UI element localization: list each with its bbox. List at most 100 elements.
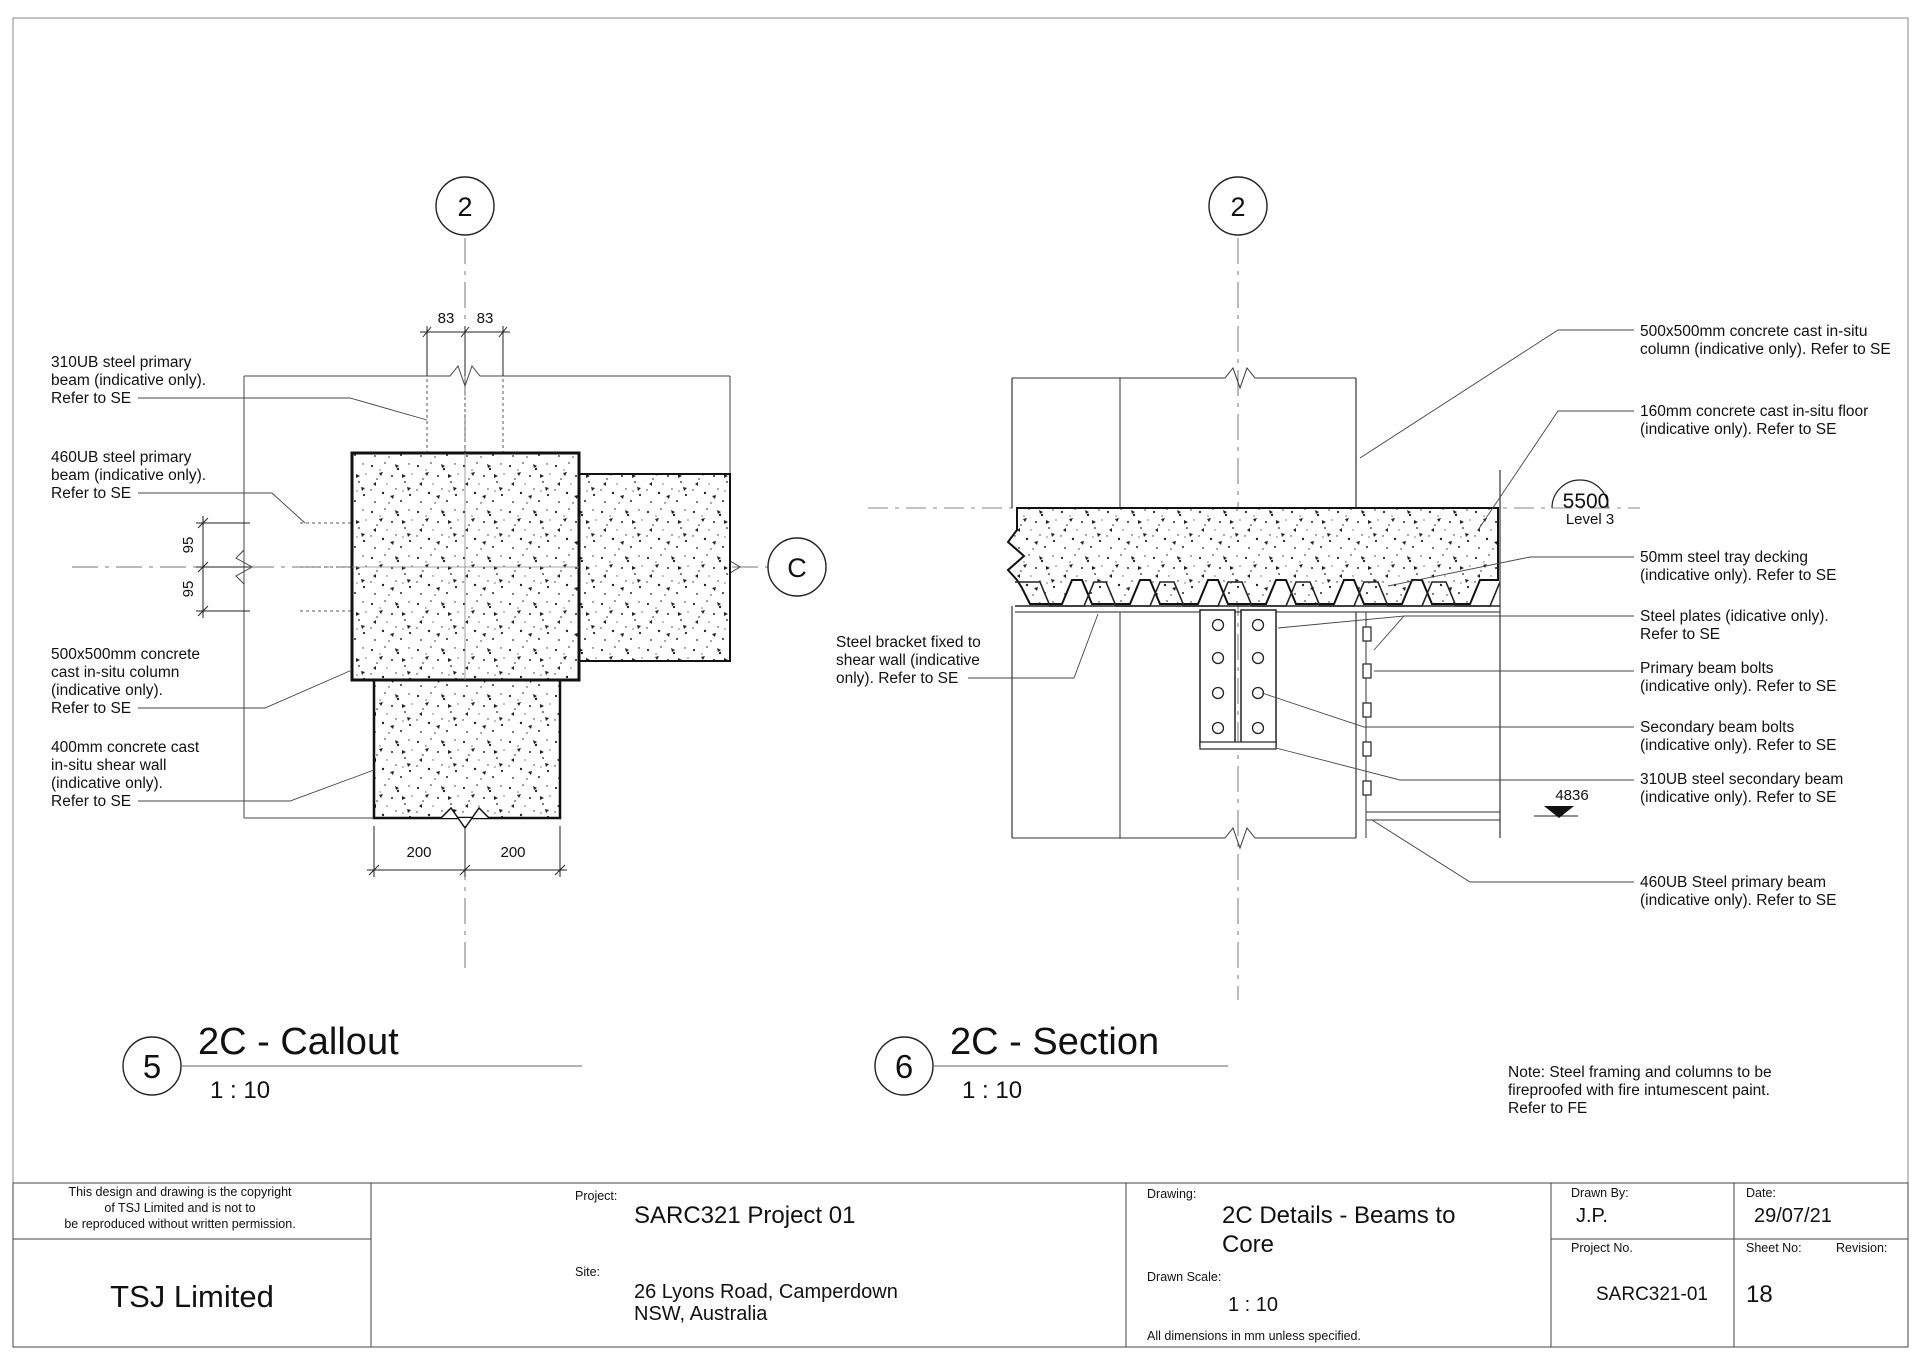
svg-text:Secondary beam bolts: Secondary beam bolts bbox=[1640, 719, 1794, 736]
view-title-callout: 2C - Callout bbox=[198, 1021, 399, 1063]
date: 29/07/21 bbox=[1754, 1205, 1832, 1227]
site-label: Site: bbox=[575, 1265, 600, 1279]
svg-text:of TSJ Limited and is not to: of TSJ Limited and is not to bbox=[104, 1201, 255, 1215]
project-name: SARC321 Project 01 bbox=[634, 1202, 855, 1229]
svg-text:Steel plates (idicative only).: Steel plates (idicative only). bbox=[1640, 608, 1829, 625]
svg-text:Refer to FE: Refer to FE bbox=[1508, 1100, 1587, 1117]
view-scale-section: 1 : 10 bbox=[962, 1077, 1022, 1104]
svg-text:Refer to SE: Refer to SE bbox=[51, 793, 131, 810]
section-note-secondary-bolts: Secondary beam bolts (indicative only). … bbox=[1640, 719, 1836, 754]
svg-text:(indicative only). Refer to SE: (indicative only). Refer to SE bbox=[1640, 892, 1836, 909]
svg-text:160mm concrete cast in-situ fl: 160mm concrete cast in-situ floor bbox=[1640, 403, 1868, 420]
leader-note-1 bbox=[138, 397, 428, 421]
view-number-bubble-5 bbox=[122, 1036, 182, 1096]
svg-text:(indicative only). Refer to SE: (indicative only). Refer to SE bbox=[1640, 678, 1836, 695]
section-note-plates: Steel plates (idicative only). Refer to … bbox=[1640, 608, 1829, 643]
svg-text:(indicative only). Refer to SE: (indicative only). Refer to SE bbox=[1640, 737, 1836, 754]
svg-text:Primary beam bolts: Primary beam bolts bbox=[1640, 660, 1774, 677]
callout-view: 2 C bbox=[51, 176, 827, 1104]
svg-text:Refer to SE: Refer to SE bbox=[51, 485, 131, 502]
svg-text:beam (indicative only).: beam (indicative only). bbox=[51, 467, 206, 484]
revision-label: Revision: bbox=[1836, 1241, 1887, 1255]
svg-text:in-situ shear wall: in-situ shear wall bbox=[51, 757, 166, 774]
drawn-by-label: Drawn By: bbox=[1571, 1186, 1629, 1200]
svg-text:50mm steel tray decking: 50mm steel tray decking bbox=[1640, 549, 1808, 566]
svg-text:310UB steel secondary beam: 310UB steel secondary beam bbox=[1640, 771, 1843, 788]
section-view: 2 bbox=[836, 176, 1891, 1104]
section-note-decking: 50mm steel tray decking (indicative only… bbox=[1640, 549, 1836, 584]
svg-text:310UB steel primary: 310UB steel primary bbox=[51, 354, 192, 371]
site-line-1: 26 Lyons Road, Camperdown bbox=[634, 1281, 898, 1303]
secondary-beam-bolts bbox=[1211, 618, 1265, 735]
svg-text:500x500mm concrete cast in-sit: 500x500mm concrete cast in-situ bbox=[1640, 323, 1867, 340]
callout-note-2: 460UB steel primary beam (indicative onl… bbox=[51, 449, 206, 502]
primary-beam-bolts bbox=[1362, 626, 1372, 796]
section-note-primary-bolts: Primary beam bolts (indicative only). Re… bbox=[1640, 660, 1836, 695]
svg-text:beam (indicative only).: beam (indicative only). bbox=[51, 372, 206, 389]
svg-text:400mm concrete cast: 400mm concrete cast bbox=[51, 739, 200, 756]
section-note-primary-beam: 460UB Steel primary beam (indicative onl… bbox=[1640, 874, 1836, 909]
company-name: TSJ Limited bbox=[110, 1279, 274, 1314]
dim-95-top: 95 bbox=[180, 537, 197, 554]
svg-text:This design and drawing is the: This design and drawing is the copyright bbox=[68, 1185, 292, 1199]
svg-text:Steel bracket fixed to: Steel bracket fixed to bbox=[836, 634, 981, 651]
sheet-no: 18 bbox=[1746, 1281, 1773, 1308]
leader-note-2 bbox=[138, 492, 306, 524]
copyright-text: This design and drawing is the copyright… bbox=[64, 1185, 295, 1231]
callout-note-4: 400mm concrete cast in-situ shear wall (… bbox=[51, 739, 200, 810]
svg-text:only). Refer to SE: only). Refer to SE bbox=[836, 670, 958, 687]
svg-text:(indicative only).: (indicative only). bbox=[51, 682, 163, 699]
drawn-scale-label: Drawn Scale: bbox=[1147, 1270, 1221, 1284]
drawing-title-1: 2C Details - Beams to bbox=[1222, 1202, 1455, 1229]
svg-text:(indicative only). Refer to SE: (indicative only). Refer to SE bbox=[1640, 421, 1836, 438]
section-note-floor: 160mm concrete cast in-situ floor (indic… bbox=[1640, 403, 1868, 438]
drawing-label: Drawing: bbox=[1147, 1187, 1196, 1201]
dim-83-left: 83 bbox=[438, 310, 455, 327]
grid-bubble-2-callout-label: 2 bbox=[457, 192, 472, 222]
view-number-5: 5 bbox=[143, 1048, 161, 1085]
break-line-left-callout bbox=[235, 549, 254, 585]
svg-text:460UB steel primary: 460UB steel primary bbox=[51, 449, 192, 466]
section-note-column: 500x500mm concrete cast in-situ column (… bbox=[1640, 323, 1891, 358]
dimensions-note: All dimensions in mm unless specified. bbox=[1147, 1329, 1361, 1343]
callout-column bbox=[350, 451, 581, 682]
svg-text:(indicative only). Refer to SE: (indicative only). Refer to SE bbox=[1640, 567, 1836, 584]
level-marker bbox=[1551, 479, 1609, 509]
view-title-section: 2C - Section bbox=[950, 1021, 1159, 1063]
title-block: This design and drawing is the copyright… bbox=[12, 1182, 1909, 1348]
grid-bubble-c-label: C bbox=[787, 553, 807, 583]
project-label: Project: bbox=[575, 1189, 617, 1203]
svg-text:500x500mm concrete: 500x500mm concrete bbox=[51, 646, 200, 663]
svg-text:(indicative only).: (indicative only). bbox=[51, 775, 163, 792]
svg-text:Refer to SE: Refer to SE bbox=[1640, 626, 1720, 643]
general-note: Note: Steel framing and columns to be fi… bbox=[1508, 1064, 1772, 1117]
grid-bubble-2-section bbox=[1208, 176, 1268, 236]
level-elevation: 5500 bbox=[1563, 490, 1610, 513]
svg-text:460UB Steel primary beam: 460UB Steel primary beam bbox=[1640, 874, 1826, 891]
grid-bubble-c bbox=[767, 537, 827, 597]
callout-note-3: 500x500mm concrete cast in-situ column (… bbox=[51, 646, 200, 717]
view-number-bubble-6 bbox=[874, 1036, 934, 1096]
callout-wall-right bbox=[578, 473, 731, 662]
svg-text:Refer to SE: Refer to SE bbox=[51, 700, 131, 717]
sheet-border bbox=[12, 17, 1909, 1348]
view-number-6: 6 bbox=[895, 1048, 913, 1085]
svg-text:(indicative only). Refer to SE: (indicative only). Refer to SE bbox=[1640, 789, 1836, 806]
break-line-top-callout bbox=[244, 364, 730, 388]
drawn-by: J.P. bbox=[1576, 1205, 1608, 1227]
callout-shear-wall bbox=[372, 678, 562, 820]
view-scale-callout: 1 : 10 bbox=[210, 1077, 270, 1104]
section-note-bracket: Steel bracket fixed to shear wall (indic… bbox=[836, 634, 981, 687]
leader-note-4 bbox=[138, 769, 375, 802]
svg-text:be reproduced without written: be reproduced without written permission… bbox=[64, 1217, 295, 1231]
svg-text:shear wall (indicative: shear wall (indicative bbox=[836, 652, 980, 669]
svg-text:Refer to SE: Refer to SE bbox=[51, 390, 131, 407]
callout-note-1: 310UB steel primary beam (indicative onl… bbox=[51, 354, 206, 407]
svg-text:column (indicative only). Refe: column (indicative only). Refer to SE bbox=[1640, 341, 1891, 358]
floor-slab bbox=[1006, 507, 1499, 605]
break-line-top-section bbox=[1012, 366, 1356, 390]
svg-text:fireproofed with fire intumesc: fireproofed with fire intumescent paint. bbox=[1508, 1082, 1770, 1099]
date-label: Date: bbox=[1746, 1186, 1776, 1200]
break-line-bottom-section bbox=[1012, 826, 1356, 850]
